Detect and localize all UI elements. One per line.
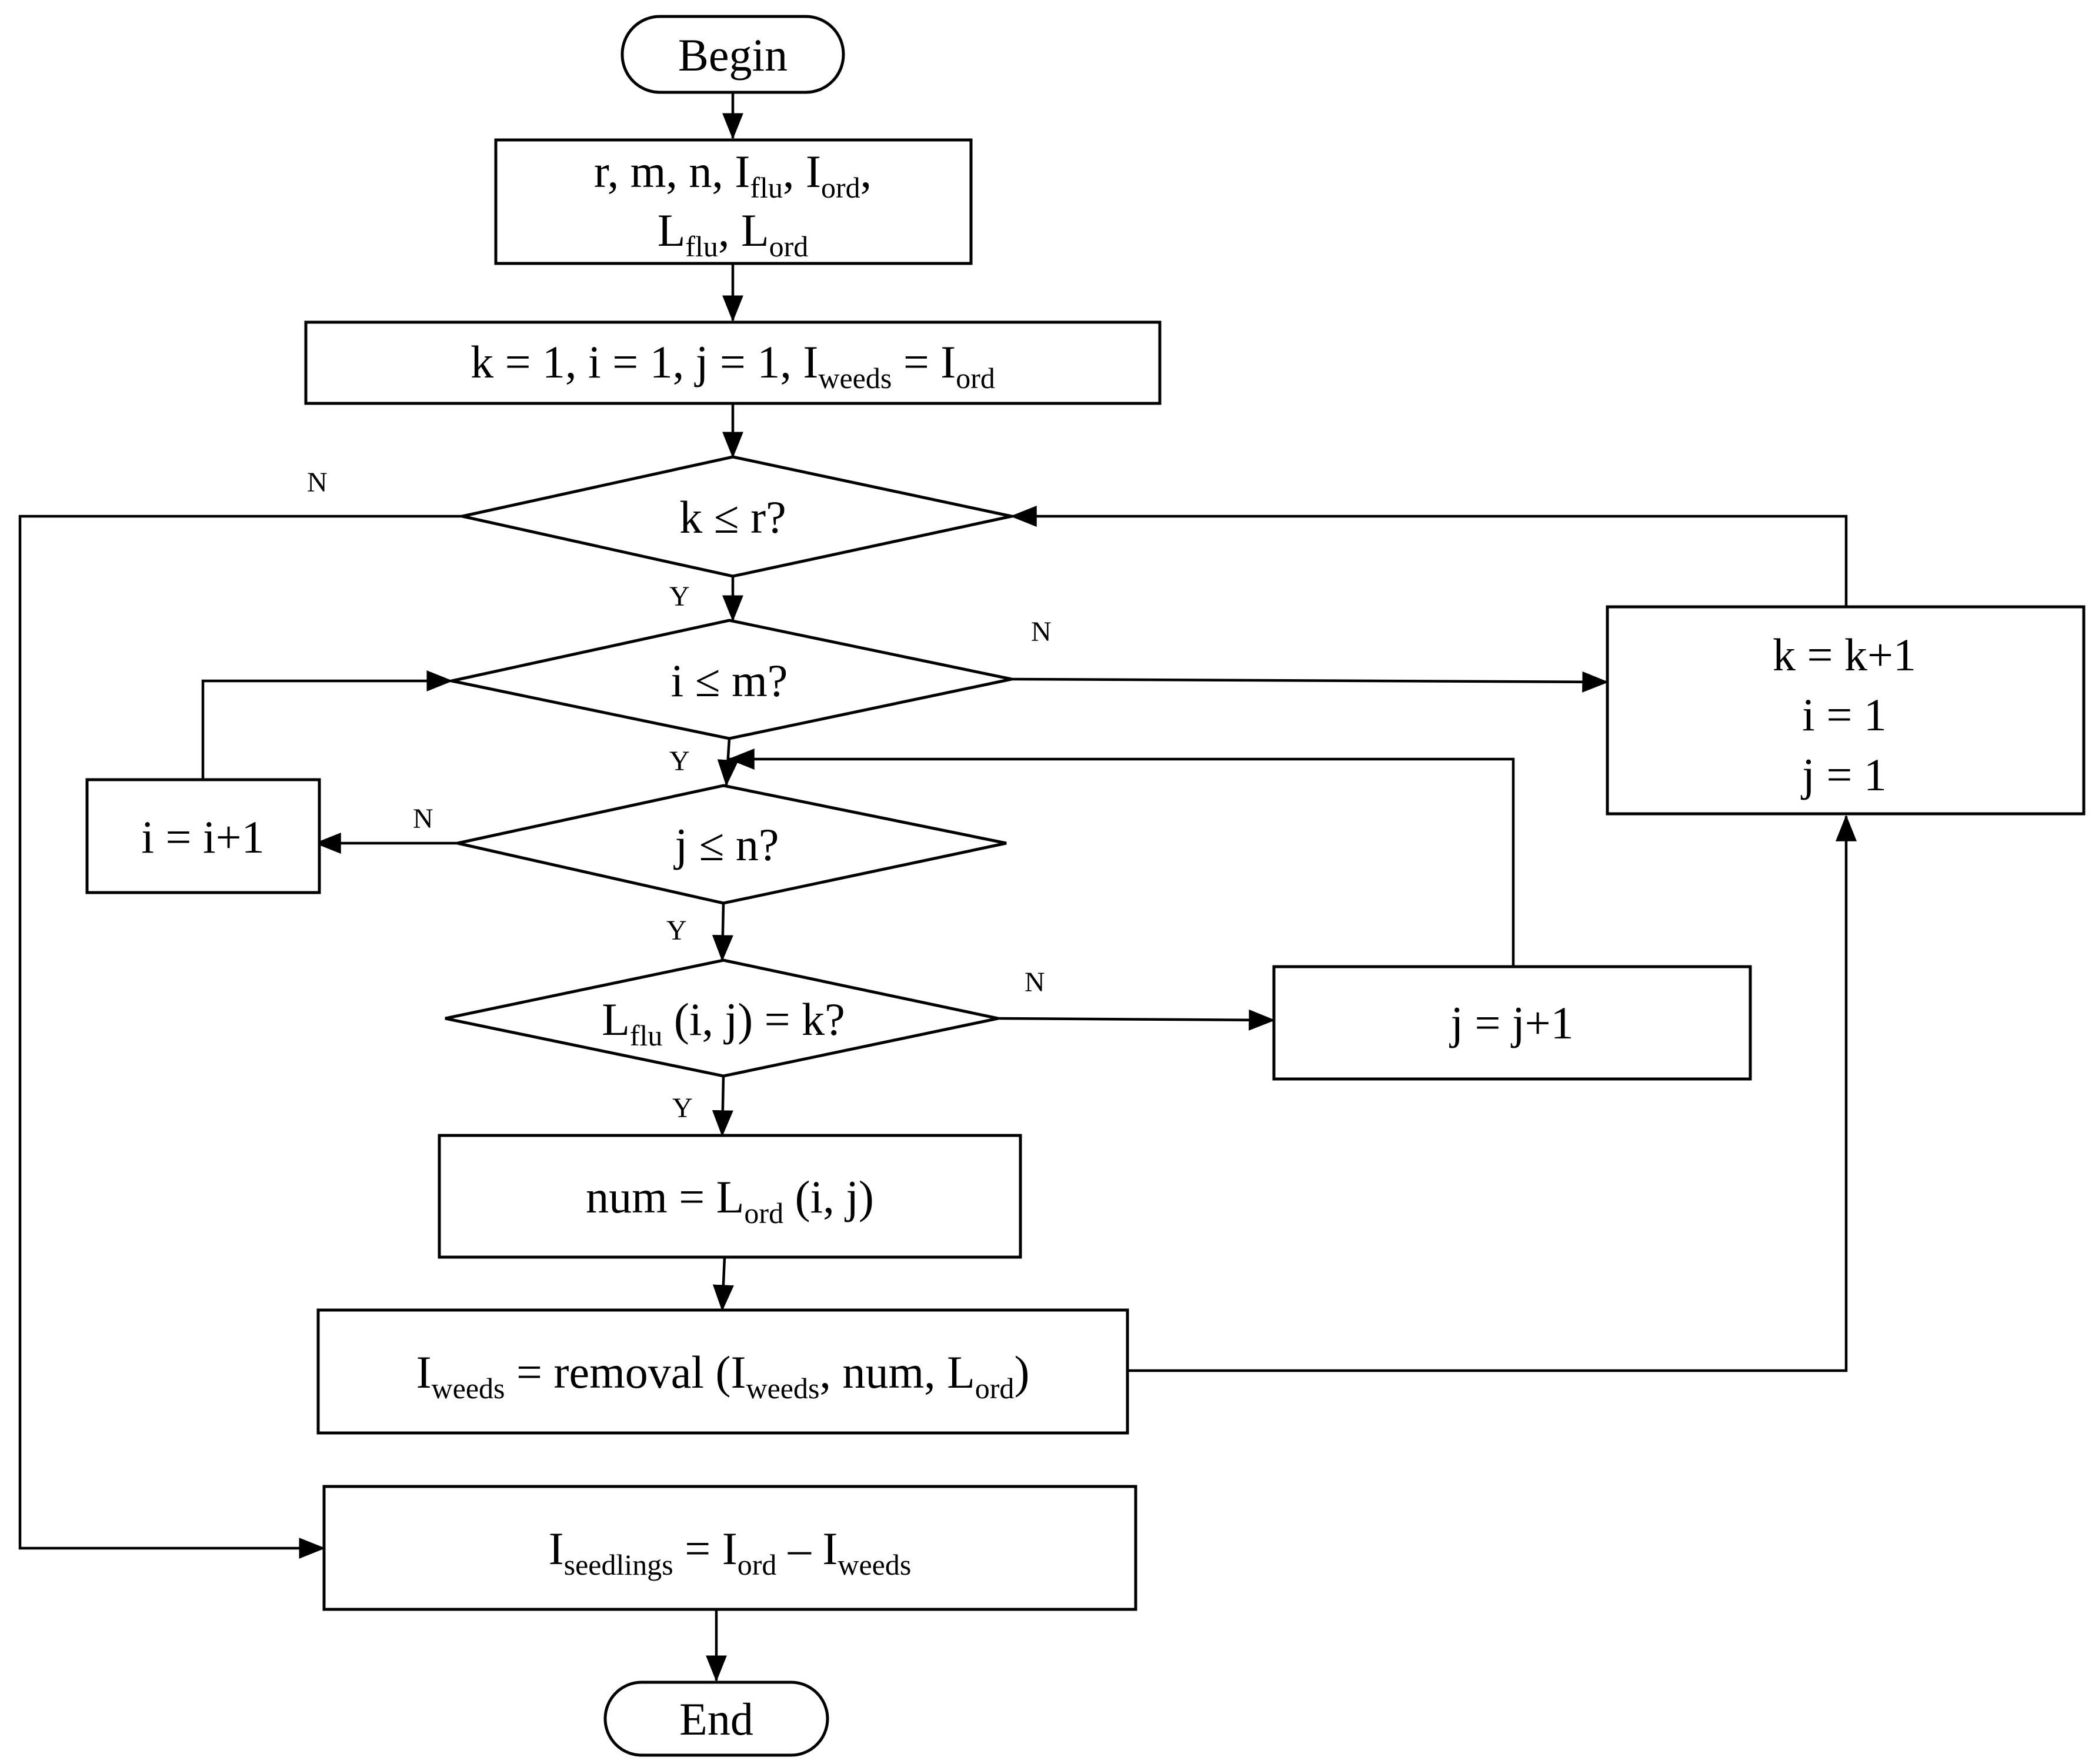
svg-text:Lflu (i, j) = k?: Lflu (i, j) = k?	[602, 994, 845, 1052]
cond-k-label: k ≤ r?	[679, 492, 786, 543]
cond-k-diamond: k ≤ r?	[462, 455, 1012, 578]
removal-text: I	[416, 1347, 432, 1398]
num-text: num = L	[586, 1171, 744, 1222]
cond-k-no-label: N	[307, 467, 328, 498]
inputs-line1-sub: ord	[821, 171, 860, 204]
init-sub: ord	[956, 362, 995, 395]
inc-i-box: i = i+1	[85, 778, 321, 894]
removal-box: Iweeds = removal (Iweeds, num, Lord)	[316, 1308, 1129, 1435]
cond-i-label: i ≤ m?	[671, 655, 788, 706]
begin-node: Begin	[620, 15, 845, 94]
end-label: End	[679, 1693, 753, 1745]
inc-j-box: j = j+1	[1272, 965, 1752, 1081]
branch-labels: N Y N Y N Y N Y	[307, 467, 1052, 1124]
cond-i-yes-label: Y	[669, 746, 690, 777]
cond-i-no-label: N	[1031, 616, 1052, 647]
begin-label: Begin	[678, 29, 788, 81]
cond-j-no-label: N	[413, 803, 433, 834]
edges	[18, 92, 1857, 1682]
edge-inc-j-to-cond-j	[728, 749, 1515, 967]
svg-text:Lflu, Lord: Lflu, Lord	[658, 205, 809, 263]
seedlings-sub: weeds	[838, 1548, 911, 1581]
inputs-line2-text: L	[658, 205, 686, 256]
init-sub: weeds	[818, 362, 892, 395]
inputs-line1-text: , I	[783, 146, 821, 197]
edge-cond-i-no	[1011, 671, 1609, 693]
svg-text:i ≤ m?: i ≤ m?	[671, 655, 788, 706]
svg-text:k = 1, i = 1, j = 1, Iweeds =: k = 1, i = 1, j = 1, Iweeds = Iord	[471, 336, 995, 395]
cond-l-sub: flu	[630, 1019, 663, 1052]
svg-text:End: End	[679, 1693, 753, 1745]
seedlings-box: Iseedlings = Iord – Iweeds	[322, 1485, 1137, 1611]
init-box: k = 1, i = 1, j = 1, Iweeds = Iord	[304, 320, 1162, 405]
edge-cond-l-yes	[712, 1075, 733, 1137]
edge-cond-k-no	[18, 514, 462, 1559]
end-node: End	[603, 1681, 829, 1757]
inc-k-line2: i = 1	[1802, 689, 1887, 740]
svg-text:j = j+1: j = j+1	[1449, 997, 1573, 1048]
cond-i-diamond: i ≤ m?	[451, 619, 1012, 740]
cond-l-text: L	[602, 994, 630, 1045]
num-sub: ord	[744, 1197, 783, 1230]
seedlings-text: – I	[776, 1523, 838, 1574]
seedlings-text: I	[549, 1523, 564, 1574]
inc-k-line3: j = 1	[1800, 749, 1887, 800]
seedlings-sub: ord	[738, 1548, 777, 1581]
svg-text:Iweeds = removal (Iweeds, num,: Iweeds = removal (Iweeds, num, Lord)	[416, 1347, 1030, 1405]
inputs-line1-sub: flu	[750, 171, 783, 204]
cond-k-yes-label: Y	[669, 581, 690, 612]
inc-j-label: j = j+1	[1449, 997, 1573, 1048]
cond-j-label: j ≤ n?	[673, 819, 779, 870]
num-text: (i, j)	[783, 1171, 874, 1222]
svg-text:num = Lord (i, j): num = Lord (i, j)	[586, 1171, 874, 1230]
removal-sub: ord	[975, 1372, 1015, 1405]
inputs-line1-text: r, m, n, I	[594, 146, 750, 197]
inputs-line2-text: , L	[718, 205, 769, 256]
inputs-box: r, m, n, Iflu, Iord, Lflu, Lord	[494, 138, 973, 265]
svg-text:r, m, n, Iflu, Iord,: r, m, n, Iflu, Iord,	[594, 146, 872, 204]
svg-text:i = 1: i = 1	[1802, 689, 1887, 740]
inputs-line2-sub: ord	[769, 230, 809, 263]
removal-text: , num, L	[819, 1347, 975, 1398]
init-text: k = 1, i = 1, j = 1, I	[471, 336, 818, 387]
svg-text:Iseedlings = Iord – Iweeds: Iseedlings = Iord – Iweeds	[549, 1523, 912, 1581]
removal-text: = removal (I	[505, 1347, 746, 1398]
init-text: = I	[892, 336, 956, 387]
num-box: num = Lord (i, j)	[438, 1134, 1022, 1259]
inc-k-box: k = k+1 i = 1 j = 1	[1606, 605, 2086, 816]
edge-cond-i-yes	[717, 738, 739, 787]
edge-cond-l-no	[997, 1009, 1276, 1031]
svg-text:j ≤ n?: j ≤ n?	[673, 819, 779, 870]
seedlings-text: = I	[673, 1523, 738, 1574]
svg-text:i = i+1: i = i+1	[141, 811, 264, 863]
seedlings-sub: seedlings	[564, 1548, 673, 1581]
cond-l-yes-label: Y	[672, 1093, 693, 1124]
edge-inc-k-to-cond-k	[1010, 506, 1848, 607]
edge-inc-i-to-cond-i	[201, 670, 453, 780]
cond-l-text: (i, j) = k?	[662, 994, 845, 1045]
edge-removal-to-inc-k	[1127, 814, 1857, 1372]
svg-text:k ≤ r?: k ≤ r?	[679, 492, 786, 543]
removal-sub: weeds	[432, 1372, 505, 1405]
removal-sub: weeds	[746, 1372, 820, 1405]
cond-l-diamond: Lflu (i, j) = k?	[445, 958, 999, 1078]
removal-text: )	[1014, 1347, 1029, 1398]
svg-text:j = 1: j = 1	[1800, 749, 1887, 800]
edge-num-to-removal	[712, 1257, 734, 1312]
inc-i-label: i = i+1	[141, 811, 264, 863]
svg-text:k = k+1: k = k+1	[1773, 629, 1916, 680]
cond-j-yes-label: Y	[666, 915, 687, 946]
edge-cond-j-yes	[712, 903, 733, 962]
cond-j-diamond: j ≤ n?	[457, 784, 1007, 905]
inc-k-line1: k = k+1	[1773, 629, 1916, 680]
svg-text:Begin: Begin	[678, 29, 788, 81]
inputs-line2-sub: flu	[685, 230, 718, 263]
cond-l-no-label: N	[1025, 967, 1045, 998]
inputs-line1-text: ,	[860, 146, 872, 197]
